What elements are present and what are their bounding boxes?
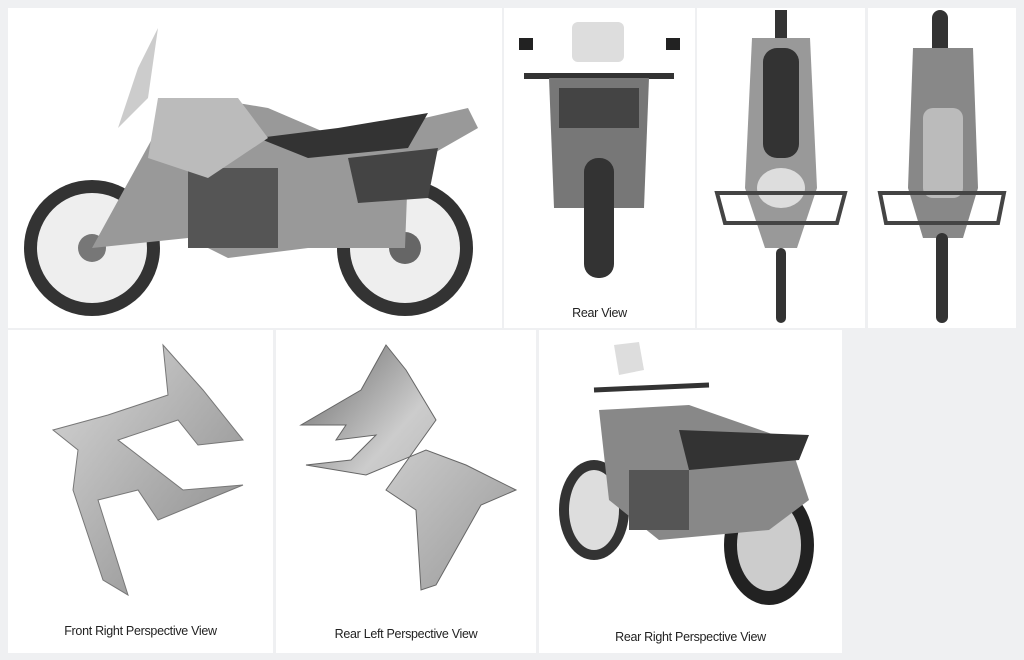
fairing-right-illustration bbox=[51, 343, 244, 597]
motorcycle-top-illustration bbox=[714, 10, 848, 323]
image-bottom-view[interactable] bbox=[868, 8, 1016, 328]
image-caption: Rear View bbox=[572, 306, 627, 320]
image-rear-right-perspective[interactable]: Rear Right Perspective View bbox=[539, 330, 842, 653]
image-caption: Front Right Perspective View bbox=[64, 624, 217, 638]
image-rear-view[interactable]: Rear View bbox=[504, 8, 695, 328]
image-side-view[interactable] bbox=[8, 8, 502, 328]
motorcycle-bottom-illustration bbox=[877, 10, 1007, 323]
fairing-left-illustration bbox=[299, 344, 518, 591]
image-rear-left-perspective[interactable]: Rear Left Perspective View bbox=[276, 330, 536, 653]
image-caption: Rear Right Perspective View bbox=[615, 630, 766, 644]
image-caption: Rear Left Perspective View bbox=[334, 627, 478, 641]
motorcycle-side-illustration bbox=[24, 28, 478, 316]
image-front-right-perspective[interactable]: Front Right Perspective View bbox=[8, 330, 273, 653]
motorcycle-rear-right-illustration bbox=[559, 342, 814, 605]
image-top-view[interactable] bbox=[697, 8, 865, 328]
motorcycle-rear-illustration bbox=[519, 22, 680, 278]
